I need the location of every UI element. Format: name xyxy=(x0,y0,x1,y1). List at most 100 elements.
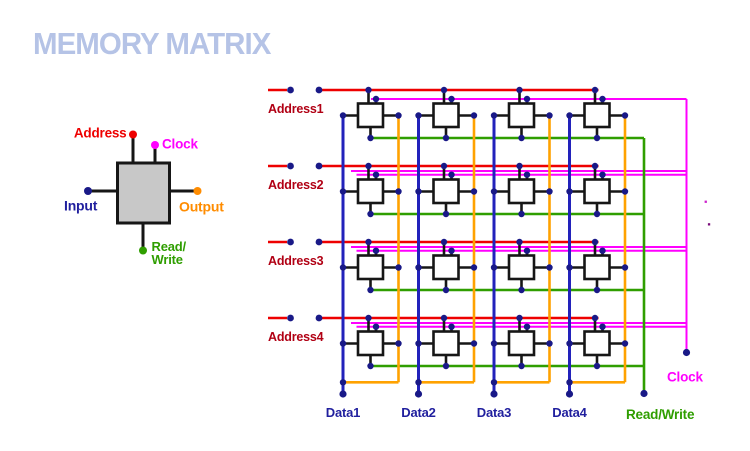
data4-label: Data4 xyxy=(552,405,587,420)
junction-dot xyxy=(523,247,531,254)
junction-dot xyxy=(490,379,498,386)
terminal-dot xyxy=(414,390,423,398)
junction-dot xyxy=(339,379,347,386)
memory-cell xyxy=(569,242,625,290)
junction-dot xyxy=(591,86,599,94)
symbol-output-label: Output xyxy=(179,199,224,215)
memory-cell-box xyxy=(583,254,611,281)
symbol-address-terminal-dot xyxy=(129,130,137,139)
stray-dot-upper xyxy=(704,200,707,203)
memory-cell xyxy=(343,318,399,366)
memory-cell xyxy=(418,242,474,290)
memory-cell xyxy=(569,318,625,366)
junction-dot xyxy=(442,134,450,142)
symbol-address-label: Address xyxy=(74,126,127,141)
junction-dot xyxy=(339,188,347,195)
junction-dot xyxy=(516,162,523,170)
symbol-input-label: Input xyxy=(64,198,98,214)
terminal-dot xyxy=(287,238,294,246)
junction-dot xyxy=(372,95,380,103)
junction-dot xyxy=(518,210,525,218)
junction-dot xyxy=(339,112,347,119)
junction-dot xyxy=(566,188,573,195)
junction-dot xyxy=(599,247,606,254)
memory-cell xyxy=(569,90,625,138)
junction-dot xyxy=(518,362,525,370)
junction-dot xyxy=(415,340,422,347)
junction-dot xyxy=(490,264,498,271)
memory-cell-box xyxy=(432,178,460,205)
junction-dot xyxy=(593,210,601,218)
terminal-dot xyxy=(315,238,323,246)
junction-dot xyxy=(395,112,402,119)
junction-dot xyxy=(367,134,374,142)
junction-dot xyxy=(442,286,450,294)
junction-dot xyxy=(599,95,606,103)
junction-dot xyxy=(470,264,478,271)
memory-cell-box xyxy=(507,254,536,281)
terminal-dot xyxy=(287,162,294,170)
junction-dot xyxy=(440,314,448,322)
memory-cell xyxy=(343,242,399,290)
junction-dot xyxy=(546,264,553,271)
junction-dot xyxy=(470,112,478,119)
address4-label: Address4 xyxy=(268,330,324,344)
junction-dot xyxy=(523,95,531,103)
memory-cell-box xyxy=(507,330,536,357)
junction-dot xyxy=(339,264,347,271)
junction-dot xyxy=(566,340,573,347)
terminal-dot xyxy=(315,86,323,94)
junction-dot xyxy=(523,171,531,178)
terminal-dot xyxy=(565,390,574,398)
junction-dot xyxy=(365,86,372,94)
junction-dot xyxy=(415,188,422,195)
memory-cell xyxy=(343,90,399,138)
junction-dot xyxy=(516,238,523,246)
junction-dot xyxy=(367,286,374,294)
page-title: MEMORY MATRIX xyxy=(33,26,271,61)
symbol-read-write-terminal-dot xyxy=(139,246,147,255)
junction-dot xyxy=(621,340,629,347)
junction-dot xyxy=(523,323,531,330)
junction-dot xyxy=(490,188,498,195)
junction-dot xyxy=(518,286,525,294)
symbol-clock-terminal-dot xyxy=(151,141,159,149)
memory-cell-box xyxy=(507,178,536,205)
junction-dot xyxy=(546,188,553,195)
junction-dot xyxy=(440,238,448,246)
memory-cell xyxy=(494,318,550,366)
junction-dot xyxy=(566,379,573,386)
memory-cell-box xyxy=(583,178,611,205)
symbol-input-terminal-dot xyxy=(84,187,92,195)
junction-dot xyxy=(566,264,573,271)
memory-cell-box xyxy=(432,330,460,357)
memory-cell-box xyxy=(583,102,611,129)
memory-matrix xyxy=(268,86,691,398)
junction-dot xyxy=(415,112,422,119)
junction-dot xyxy=(395,188,402,195)
terminal-dot xyxy=(287,314,294,322)
junction-dot xyxy=(339,340,347,347)
terminal-dot xyxy=(287,86,294,94)
junction-dot xyxy=(599,323,606,330)
junction-dot xyxy=(372,323,380,330)
junction-dot xyxy=(372,171,380,178)
terminal-dot xyxy=(640,389,648,398)
memory-cell xyxy=(494,90,550,138)
memory-cell-box xyxy=(356,330,385,357)
junction-dot xyxy=(593,362,601,370)
junction-dot xyxy=(490,112,498,119)
junction-dot xyxy=(440,86,448,94)
memory-cell-symbol: Address Clock Input Output Read/ Write xyxy=(64,126,224,268)
memory-cell xyxy=(569,166,625,214)
junction-dot xyxy=(440,162,448,170)
junction-dot xyxy=(593,134,601,142)
junction-dot xyxy=(621,188,629,195)
junction-dot xyxy=(599,171,606,178)
junction-dot xyxy=(591,238,599,246)
junction-dot xyxy=(546,340,553,347)
data3-label: Data3 xyxy=(477,405,511,420)
terminal-dot xyxy=(682,348,691,357)
memory-cell-box xyxy=(432,102,460,129)
memory-cell-box xyxy=(507,102,536,129)
